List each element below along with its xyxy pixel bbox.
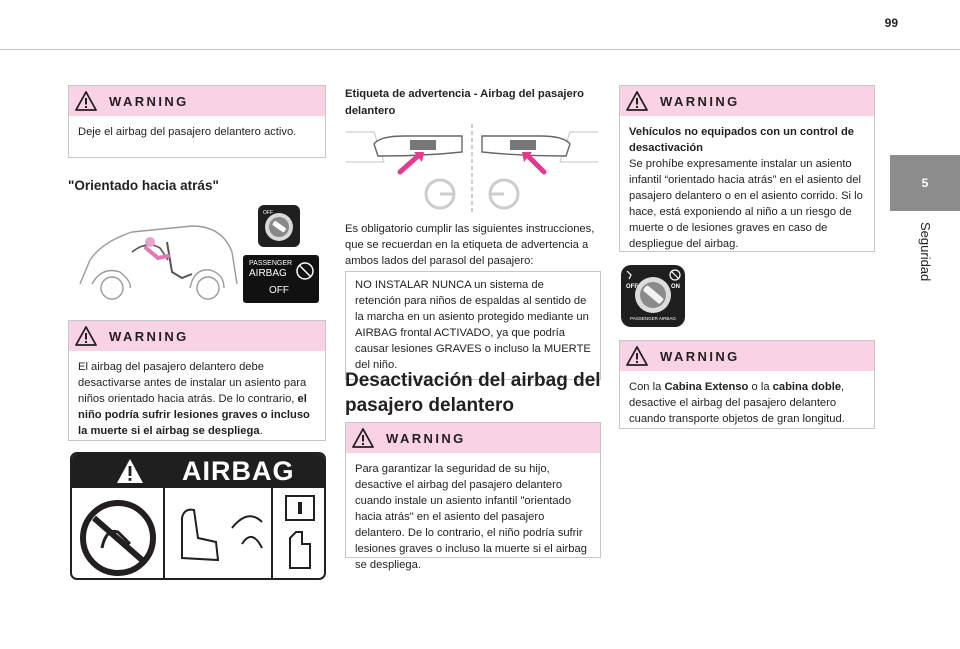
warning-triangle-icon (626, 346, 648, 366)
indicator-line3: OFF (269, 285, 289, 296)
warning-text: Vehículos no equipados con un control de… (629, 126, 863, 250)
warning-label-heading: Etiqueta de advertencia - Airbag del pas… (345, 88, 584, 117)
switch-ring-text: PASSENGER AIRBAG (630, 316, 676, 321)
warning-label-text-box: NO INSTALAR NUNCA un sistema de retenció… (345, 271, 601, 380)
warning-text: El airbag del pasajero delantero debe de… (78, 361, 310, 437)
airbag-key-switch-icon: OFF (258, 205, 300, 247)
warning-text: Con la Cabina Extenso o la cabina doble,… (629, 381, 845, 425)
warning-header: WARNING (620, 341, 874, 371)
warning-title: WARNING (109, 93, 189, 109)
warning-header: WARNING (69, 86, 325, 116)
airbag-deactivation-switch[interactable]: OFF ON PASSENGER AIRBAG (621, 265, 685, 327)
warning-triangle-icon (117, 459, 143, 483)
warning-triangle-icon (75, 91, 97, 111)
warning-box-3: WARNING Para garantizar la seguridad de … (345, 422, 601, 571)
section-heading: Desactivación del airbag del pasajero de… (345, 370, 601, 416)
warning-header: WARNING (620, 86, 874, 116)
sun-visor-labels-illustration (346, 124, 598, 212)
warning-text: Deje el airbag del pasajero delantero ac… (78, 126, 297, 138)
instructions-paragraph: Es obligatorio cumplir las siguientes in… (345, 223, 595, 267)
warning-box-2: WARNING El airbag del pasajero delantero… (68, 320, 326, 441)
chapter-title: Seguridad (918, 222, 933, 282)
child-seat-off-icon (296, 262, 314, 280)
warning-title: WARNING (660, 348, 740, 364)
warning-title: WARNING (660, 93, 740, 109)
warning-text: Para garantizar la seguridad de su hijo,… (355, 463, 587, 571)
sticker-title: AIRBAG (182, 456, 295, 486)
warning-title: WARNING (386, 430, 466, 446)
warning-box-4: WARNING Vehículos no equipados con un co… (619, 85, 875, 252)
warning-title: WARNING (109, 328, 189, 344)
warning-triangle-icon (352, 428, 374, 448)
warning-triangle-icon (75, 326, 97, 346)
chapter-tab[interactable] (890, 155, 960, 211)
page-number: 99 (884, 16, 898, 30)
sticker-pictograms (80, 488, 315, 578)
rear-facing-heading: "Orientado hacia atrás" (68, 178, 219, 193)
indicator-line1: PASSENGER (249, 260, 293, 267)
header-rule (0, 49, 960, 50)
passenger-airbag-off-indicator: PASSENGER AIRBAG OFF (243, 255, 319, 303)
warning-header: WARNING (69, 321, 325, 351)
indicator-line2: AIRBAG (249, 268, 287, 279)
svg-text:OFF: OFF (263, 210, 273, 216)
sticker-header: AIRBAG (72, 454, 324, 488)
airbag-warning-sticker: AIRBAG (70, 452, 326, 580)
warning-box-1: WARNING Deje el airbag del pasajero dela… (68, 85, 326, 158)
warning-header: WARNING (346, 423, 600, 453)
chapter-number: 5 (921, 176, 929, 190)
key-switch-icon (626, 269, 681, 313)
warning-box-5: WARNING Con la Cabina Extenso o la cabin… (619, 340, 875, 429)
switch-off-label: OFF (626, 284, 638, 290)
rear-facing-seat-illustration (79, 225, 238, 300)
switch-on-label: ON (671, 284, 680, 290)
warning-triangle-icon (626, 91, 648, 111)
